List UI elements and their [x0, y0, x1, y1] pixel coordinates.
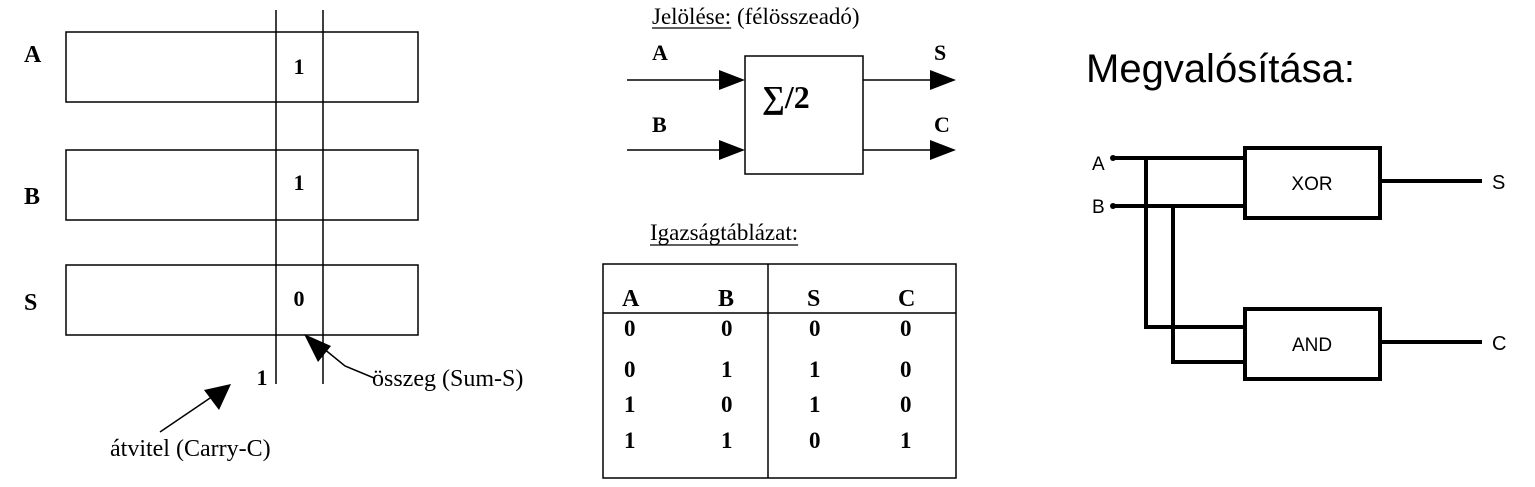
gate-input-a-label: A — [1092, 154, 1105, 175]
truth-table-cell: 1 — [809, 392, 821, 417]
gate-input-b-label: B — [1092, 197, 1105, 218]
xor-gate-label: XOR — [1291, 174, 1332, 195]
and-gate-label: AND — [1292, 335, 1332, 356]
truth-table-cell: 0 — [721, 316, 733, 341]
truth-table-cell: 0 — [624, 357, 636, 382]
output-s-arrowhead — [930, 70, 956, 90]
register-b-box — [65, 149, 419, 221]
circuit-wires — [1111, 156, 1482, 364]
half-adder-block — [744, 55, 864, 175]
symbol-input-a-label: A — [652, 40, 668, 65]
gate-output-c-label: C — [1492, 333, 1506, 355]
truth-table-cell: 1 — [809, 357, 821, 382]
symbol-title-underlined: Jelölése: — [652, 4, 731, 29]
carry-pointer-line — [159, 393, 217, 433]
symbol-title-rest: (félösszeadó) — [731, 4, 859, 29]
register-s-value: 0 — [294, 286, 305, 311]
register-b-label: B — [24, 184, 40, 210]
truth-table-cell: 0 — [900, 392, 912, 417]
register-a-label: A — [24, 42, 42, 68]
truth-table-cell: 0 — [900, 357, 912, 382]
register-b-value: 1 — [294, 170, 305, 195]
sum-annotation: összeg (Sum-S) — [372, 366, 523, 392]
truth-table-cell: 0 — [809, 316, 821, 341]
truth-table-cell: 1 — [624, 428, 636, 453]
input-b-arrowhead — [719, 140, 745, 160]
truth-table-frame — [602, 263, 957, 479]
implementation-title: Megvalósítása: — [1086, 47, 1355, 91]
truth-table-cell: 0 — [809, 428, 821, 453]
half-adder-block-label: ∑/2 — [762, 79, 810, 115]
sum-arrowhead — [304, 334, 331, 362]
and-gate — [1243, 307, 1382, 381]
carry-annotation: átvitel (Carry-C) — [110, 436, 271, 462]
truth-table-cell: 1 — [721, 428, 733, 453]
gate-output-s-label: S — [1492, 172, 1505, 194]
gate-implementation: Megvalósítása: A B XOR AND S C — [1086, 47, 1506, 381]
register-s-label: S — [24, 290, 37, 316]
truth-table-cell: 0 — [721, 392, 733, 417]
sum-pointer-line — [317, 343, 375, 379]
truth-table-title: Igazságtáblázat: — [650, 220, 798, 245]
truth-table-cell: 0 — [900, 316, 912, 341]
symbol-output-c-label: C — [934, 112, 950, 137]
register-a-value: 1 — [294, 54, 305, 79]
xor-gate — [1243, 146, 1382, 220]
symbol-input-b-label: B — [652, 112, 667, 137]
truth-table-cell: 1 — [900, 428, 912, 453]
truth-table-header-s: S — [807, 286, 820, 312]
binary-addition-diagram: A B S 1 1 0 1 összeg (Sum-S) átvitel (Ca… — [24, 10, 523, 462]
register-s-box — [65, 264, 419, 336]
carry-arrowhead — [204, 384, 231, 410]
output-c-arrowhead — [930, 140, 956, 160]
symbol-output-s-label: S — [934, 40, 946, 65]
carry-value: 1 — [257, 365, 268, 390]
truth-table-header-c: C — [898, 286, 915, 312]
truth-table-row: 0 1 1 0 — [624, 357, 912, 382]
register-a-box — [65, 31, 419, 103]
input-a-arrowhead — [719, 70, 745, 90]
truth-table-header-b: B — [718, 286, 734, 312]
truth-table-row: 0 0 0 0 — [624, 316, 912, 341]
truth-table-cell: 1 — [624, 392, 636, 417]
truth-table-cell: 0 — [624, 316, 636, 341]
truth-table-row: 1 1 0 1 — [624, 428, 912, 453]
half-adder-symbol: Jelölése: (félösszeadó) ∑/2 A B S C — [627, 4, 956, 175]
truth-table-cell: 1 — [721, 357, 733, 382]
truth-table-row: 1 0 1 0 — [624, 392, 912, 417]
truth-table-header-a: A — [622, 286, 640, 312]
symbol-title: Jelölése: (félösszeadó) — [652, 4, 860, 29]
truth-table: Igazságtáblázat: A B S C 0 0 0 0 0 1 1 0… — [602, 220, 957, 479]
